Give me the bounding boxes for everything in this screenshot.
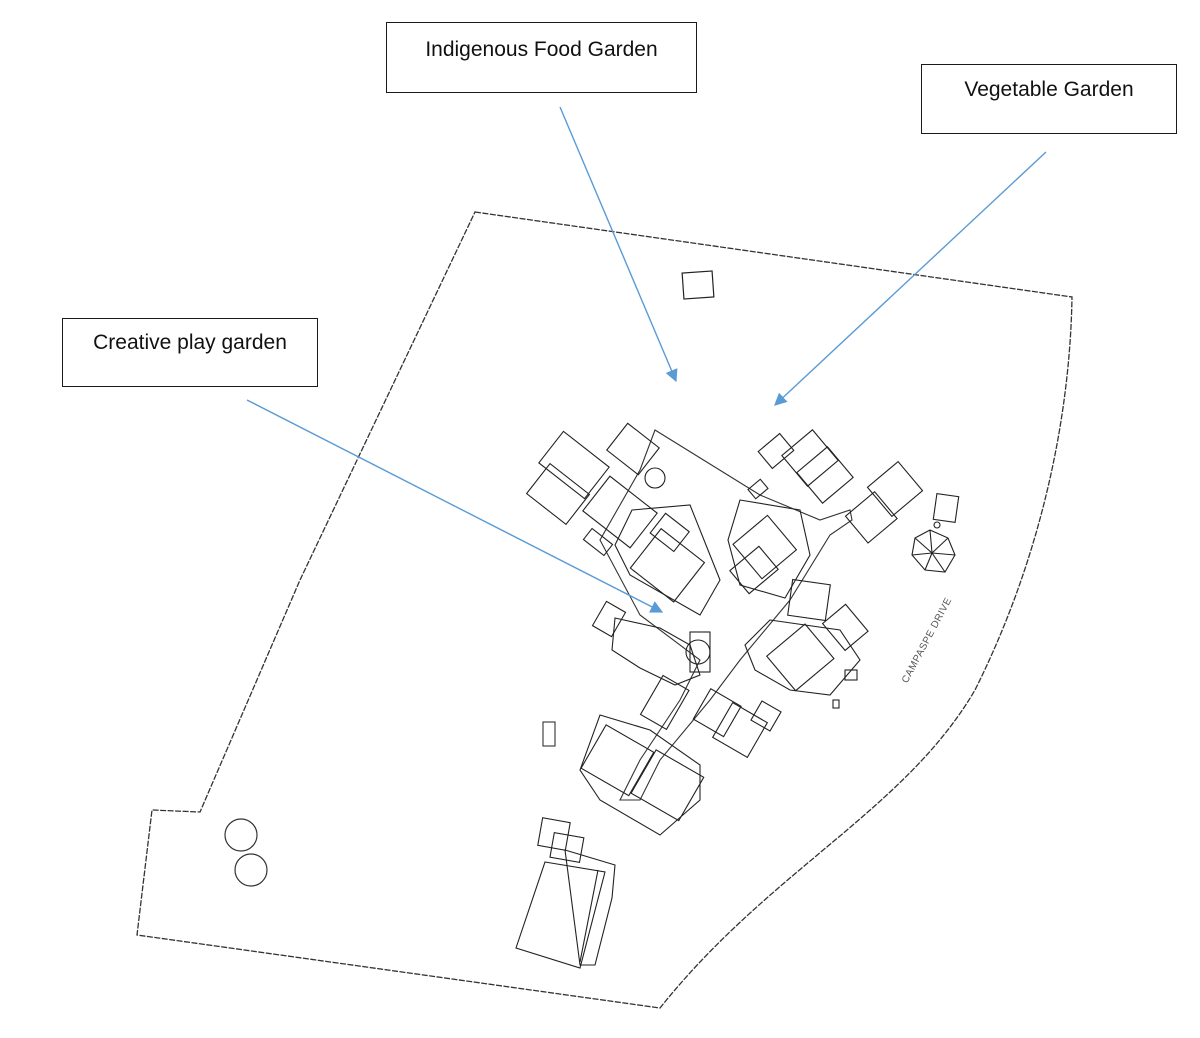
tank-circle-1: [224, 818, 258, 852]
arrow-vegetable: [774, 151, 1047, 406]
shed-square: [681, 270, 715, 300]
bench: [542, 721, 556, 747]
site-boundary: [136, 211, 1073, 1009]
tank-circle-2: [234, 853, 268, 887]
callout-creative-play-garden: Creative play garden: [62, 318, 318, 387]
arrow-indigenous: [559, 106, 678, 383]
callout-vegetable-garden: Vegetable Garden: [921, 64, 1177, 134]
building-complex: [515, 422, 960, 969]
callout-indigenous-food-garden: Indigenous Food Garden: [386, 22, 697, 93]
arrow-creative: [246, 399, 664, 613]
